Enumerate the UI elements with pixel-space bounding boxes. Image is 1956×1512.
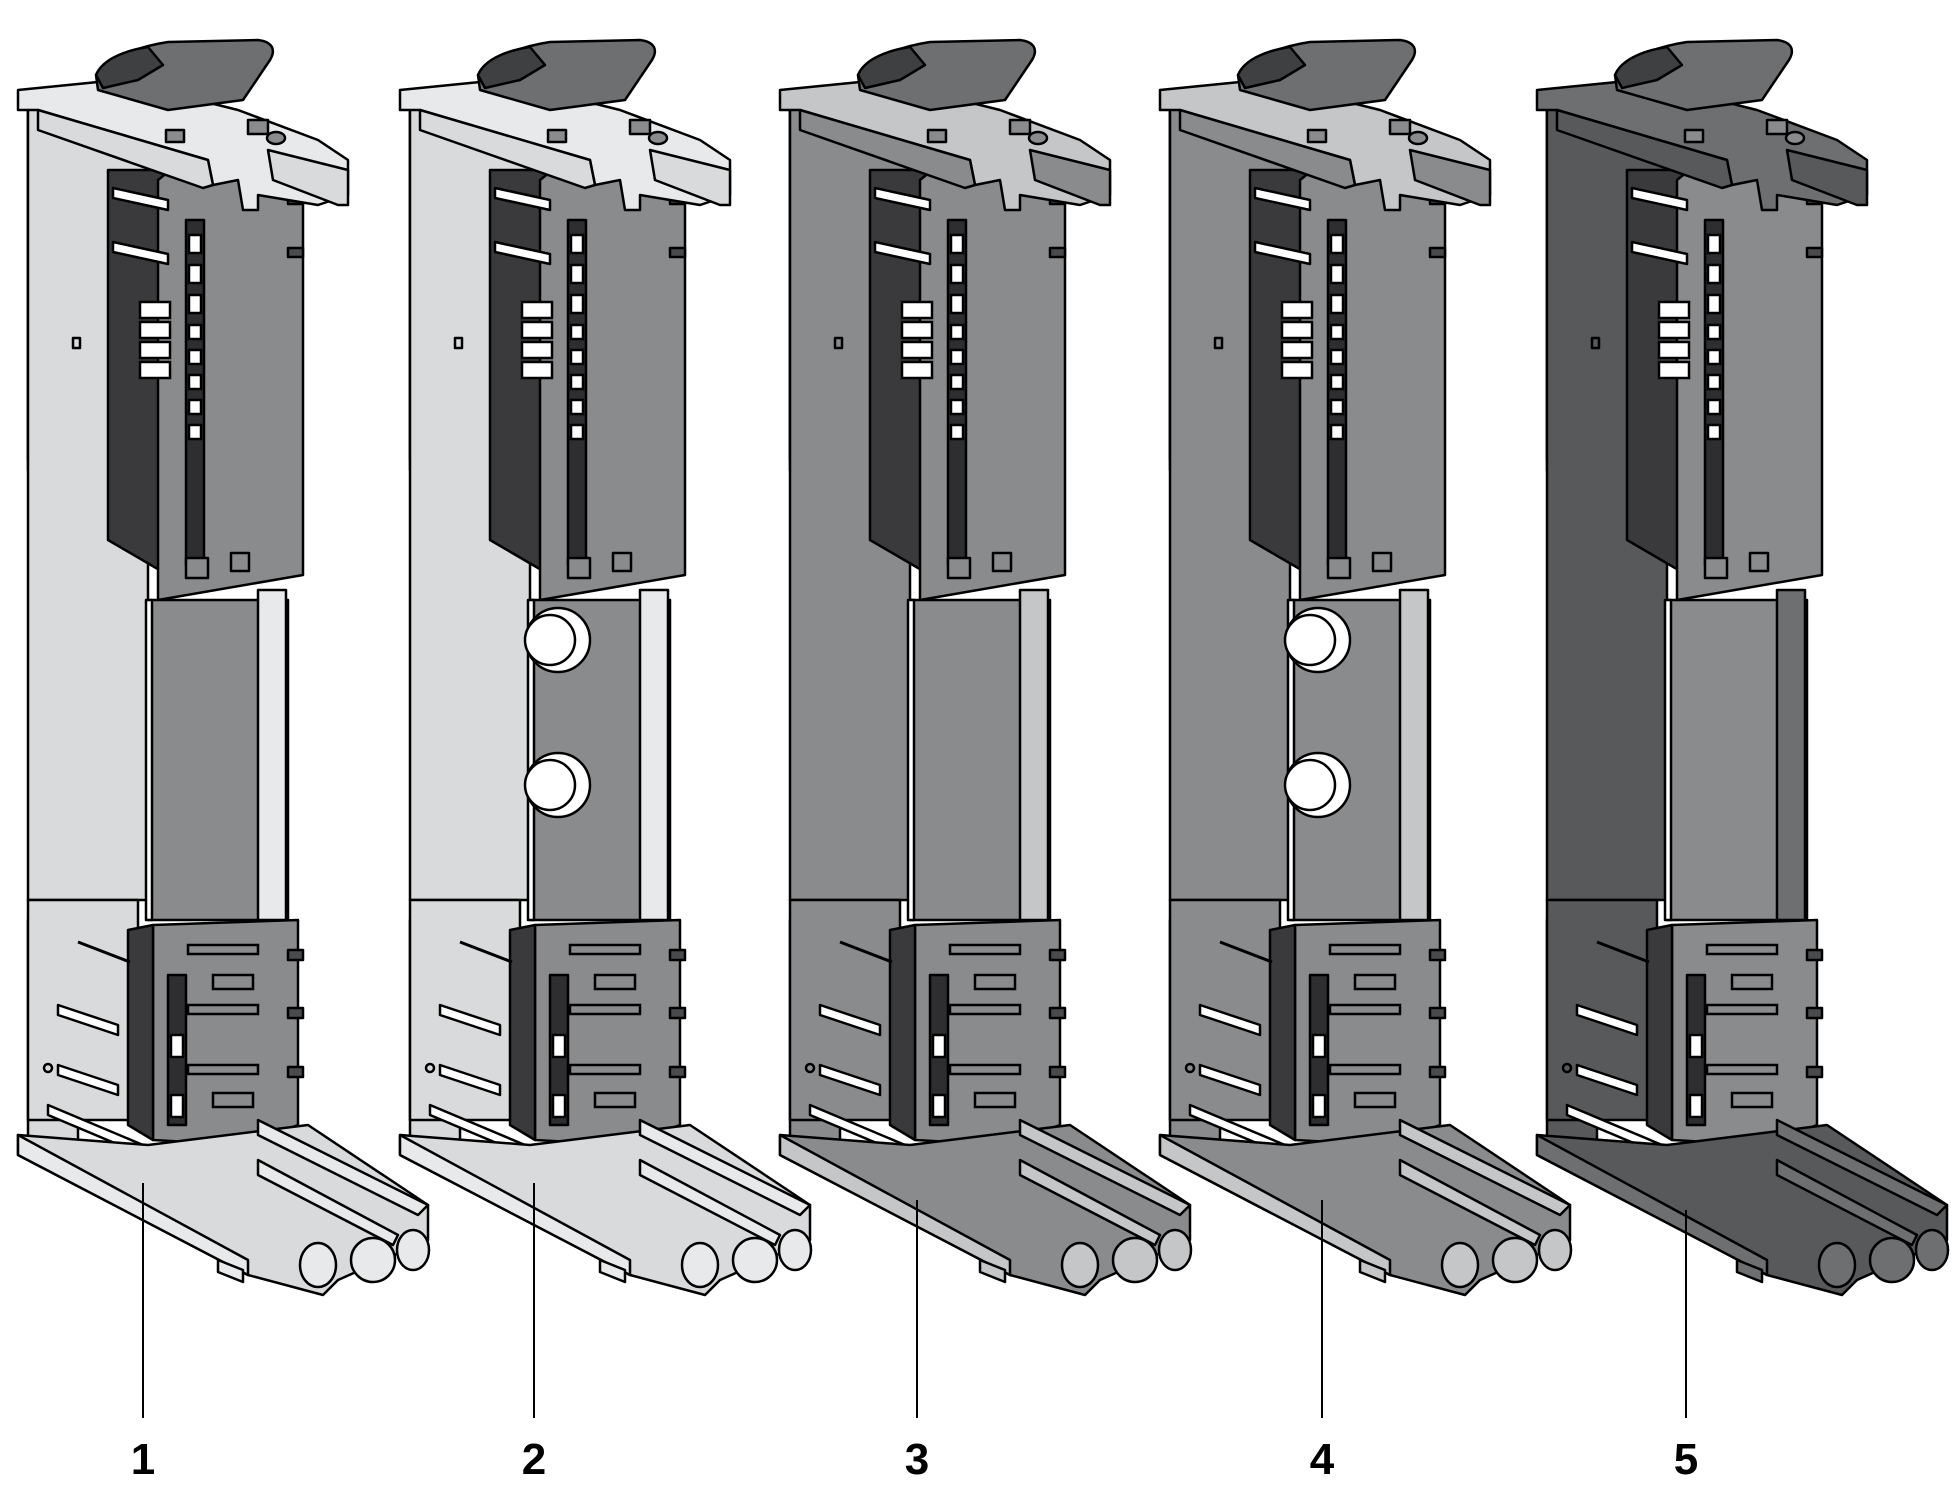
callout-label-2: 2: [521, 1435, 547, 1484]
leader-lines: [142, 1183, 1687, 1418]
callout-label-4: 4: [1309, 1435, 1335, 1484]
callout-label-5: 5: [1673, 1435, 1699, 1484]
module-1: [16, 38, 431, 1297]
module-2: [398, 38, 813, 1297]
modules-group: [16, 38, 1950, 1297]
module-5: [1535, 38, 1950, 1297]
callout-label-1: 1: [130, 1435, 156, 1484]
module-3: [778, 38, 1193, 1297]
module-4: [1158, 38, 1573, 1297]
callout-label-3: 3: [904, 1435, 930, 1484]
